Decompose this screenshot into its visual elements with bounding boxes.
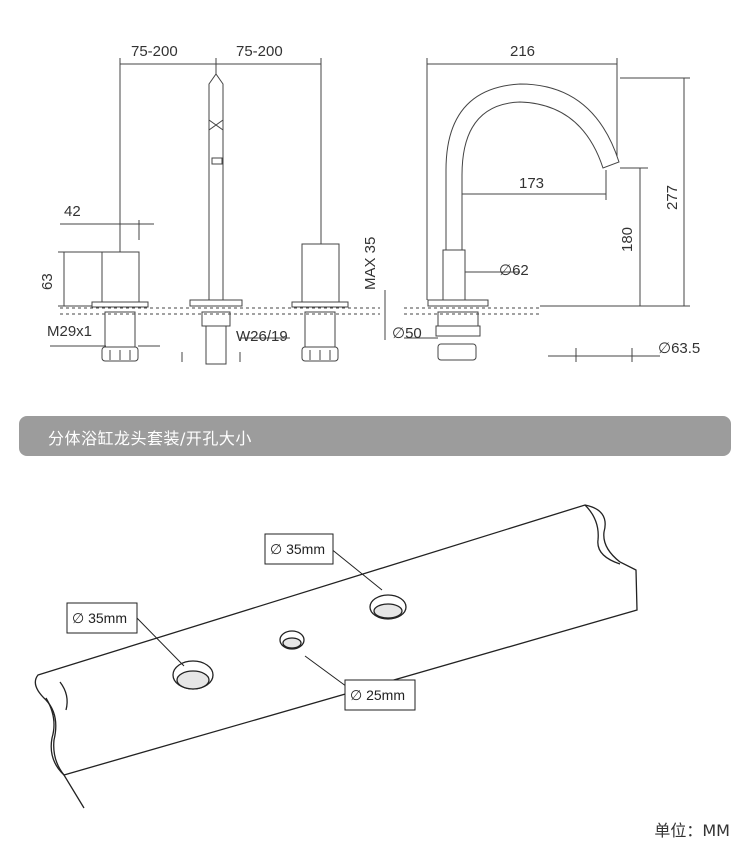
dim-spout-inner: 173 <box>519 175 544 192</box>
dim-total-height: 277 <box>664 185 681 210</box>
deck-hole-drawing: ∅ 35mm ∅ 35mm ∅ 25mm <box>34 504 638 809</box>
dim-max-deck: MAX 35 <box>362 237 379 290</box>
section-banner: 分体浴缸龙头套装/开孔大小 <box>19 416 731 456</box>
callout-hole-left: ∅ 35mm <box>72 610 127 626</box>
dim-thread-center: W26/19 <box>236 328 288 345</box>
dim-thread-left: M29x1 <box>47 323 92 340</box>
section-title: 分体浴缸龙头套装/开孔大小 <box>48 429 252 448</box>
dim-spout-reach: 216 <box>510 43 535 60</box>
dim-spout-height: 180 <box>619 227 636 252</box>
dim-flange: ∅63.5 <box>658 340 700 357</box>
faucet-technical-drawing: 75-200 75-200 42 63 M29x1 W26/19 MAX 35 … <box>39 43 700 365</box>
callout-hole-center: ∅ 25mm <box>350 687 405 703</box>
dim-handle-width: 42 <box>64 203 81 220</box>
callout-hole-top: ∅ 35mm <box>270 541 325 557</box>
dim-spacing-left: 75-200 <box>131 43 178 60</box>
dim-spacing-right: 75-200 <box>236 43 283 60</box>
dim-spout-base: ∅62 <box>499 262 529 279</box>
unit-label: 单位：MM <box>654 821 730 840</box>
dim-hole: ∅50 <box>392 325 422 342</box>
dim-handle-height: 63 <box>39 273 56 290</box>
